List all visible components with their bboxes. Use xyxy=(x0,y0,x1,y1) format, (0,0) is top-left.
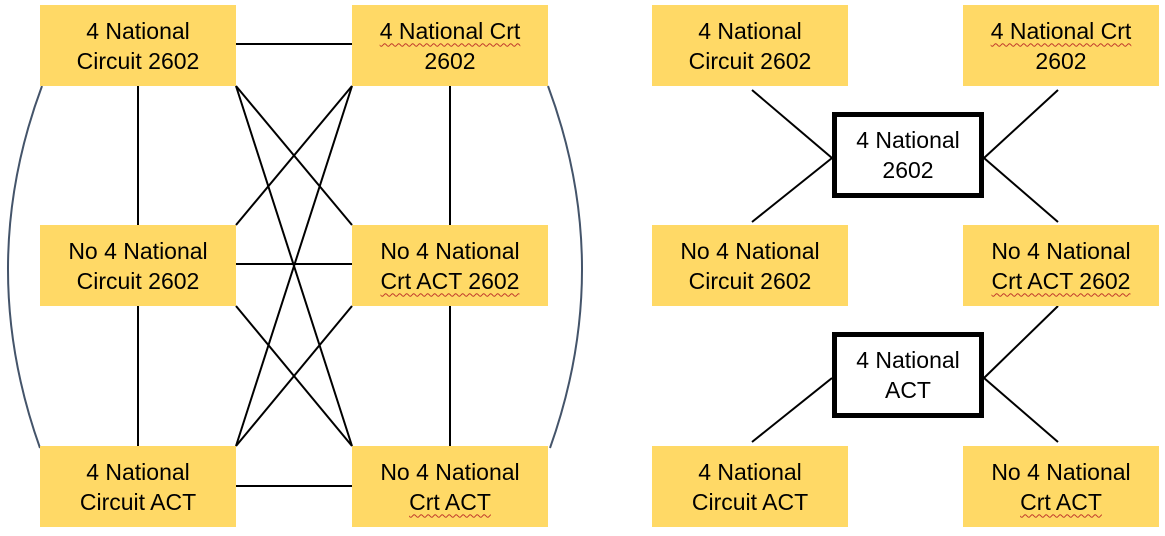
node-label-line2: 2602 xyxy=(424,47,476,74)
hub-4-national-2602: 4 National 2602 xyxy=(832,112,984,198)
node-label-line2: Crt ACT xyxy=(1020,488,1102,515)
node-label-line1: No 4 National xyxy=(680,237,820,264)
left-edge-tr-ml xyxy=(235,85,353,226)
node-label-line2: Crt ACT 2602 xyxy=(380,267,520,294)
right-edge-hub1-tl xyxy=(751,89,833,159)
right-edge-hub2-br xyxy=(983,377,1059,443)
node-label-line1: No 4 National xyxy=(991,458,1131,485)
hub-label-line2: ACT xyxy=(884,377,931,403)
left-edge-mr-bl xyxy=(235,305,353,447)
node-label-line1: No 4 National xyxy=(380,458,520,485)
left-outer-curve-left xyxy=(7,85,43,449)
right-edge-hub2-bl xyxy=(751,377,833,443)
left-node-4-national-crt-2602: 4 National Crt 2602 xyxy=(352,5,548,86)
node-label-line2: Circuit 2602 xyxy=(76,47,200,74)
node-label-line1: No 4 National xyxy=(68,237,208,264)
node-label-line1: 4 National Crt xyxy=(379,17,521,44)
node-label-line1: 4 National xyxy=(698,458,802,485)
node-label-line1: 4 National xyxy=(86,458,190,485)
node-label-line2: 2602 xyxy=(1035,47,1087,74)
left-outer-curve-right xyxy=(547,85,583,449)
right-edge-hub1-ml xyxy=(751,157,833,223)
node-label-line2: Circuit 2602 xyxy=(688,267,812,294)
node-label-line1: 4 National xyxy=(698,17,802,44)
right-edge-hub2-mr xyxy=(983,305,1059,379)
node-label-line2: Crt ACT xyxy=(409,488,491,515)
right-node-4-national-crt-2602: 4 National Crt 2602 xyxy=(963,5,1159,86)
node-label-line1: 4 National Crt xyxy=(990,17,1132,44)
node-label-line2: Circuit ACT xyxy=(79,488,197,515)
node-label-line2: Circuit 2602 xyxy=(688,47,812,74)
hub-label-line2: 2602 xyxy=(882,157,934,183)
right-edge-hub1-tr xyxy=(983,89,1059,159)
node-label-line2: Crt ACT 2602 xyxy=(991,267,1131,294)
node-label-line1: No 4 National xyxy=(380,237,520,264)
node-label-line2: Circuit ACT xyxy=(691,488,809,515)
node-label-line1: No 4 National xyxy=(991,237,1131,264)
right-edge-hub1-mr xyxy=(983,157,1059,223)
node-label-line1: 4 National xyxy=(86,17,190,44)
left-edge-tr-bl xyxy=(235,85,353,447)
node-label-line2: Circuit 2602 xyxy=(76,267,200,294)
hub-label-line1: 4 National xyxy=(856,347,960,373)
hub-label-line1: 4 National xyxy=(856,127,960,153)
